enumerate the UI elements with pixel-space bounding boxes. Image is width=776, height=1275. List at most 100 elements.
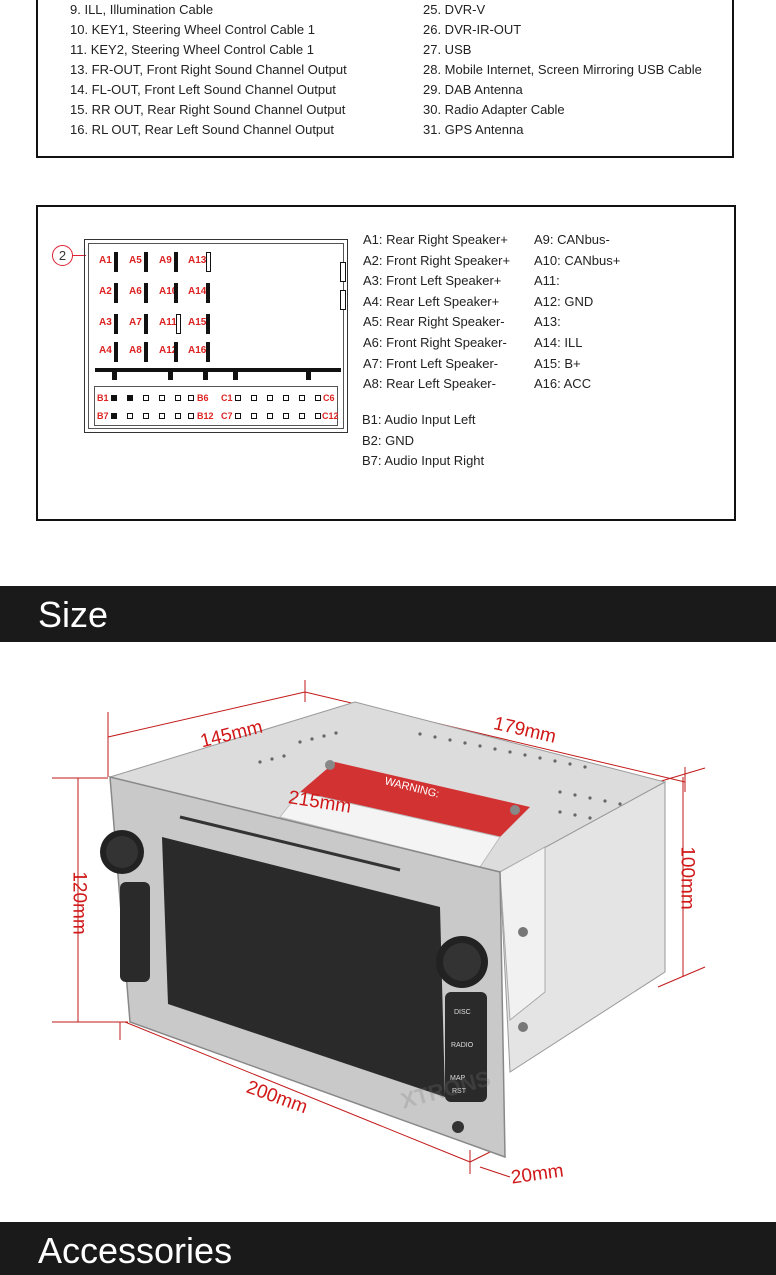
connector-divider <box>95 368 341 372</box>
cable-item: 9. ILL, Illumination Cable <box>70 2 214 17</box>
pinout-item: A10: CANbus+ <box>534 252 621 268</box>
pinout-item: A11: <box>534 273 560 289</box>
pin-contact <box>174 283 178 303</box>
b-pin <box>127 413 133 419</box>
pin-contact <box>144 342 148 362</box>
warning-label <box>300 762 530 837</box>
pin-label: A10 <box>159 286 178 297</box>
pinout-item: A2: Front Right Speaker+ <box>363 252 511 268</box>
pinout-item: A4: Rear Left Speaker+ <box>363 293 500 309</box>
pin-contact <box>114 252 118 272</box>
pin-contact <box>114 314 118 334</box>
connector-latch <box>340 262 346 282</box>
c-pin <box>267 395 273 401</box>
pin-contact <box>206 252 211 272</box>
connector-diagram: A1 A5 A9 A13 A2 A6 A10 A14 A3 A7 A11 A15… <box>84 239 348 433</box>
cable-item: 25. DVR-V <box>423 2 486 17</box>
pin-contact <box>144 283 148 303</box>
b-pin <box>111 413 117 419</box>
cable-item: 14. FL-OUT, Front Left Sound Channel Out… <box>70 82 336 97</box>
pinout-item: A8: Rear Left Speaker- <box>363 376 496 392</box>
connector-key <box>112 371 117 380</box>
b-pin <box>127 395 133 401</box>
disc-slot <box>179 815 401 872</box>
pin-label: A14 <box>188 286 207 297</box>
pin-label: A15 <box>188 317 207 328</box>
pin-label: C1 <box>221 393 233 403</box>
b-pin <box>175 395 181 401</box>
left-button-panel[interactable] <box>120 882 150 982</box>
pinout-item: B1: Audio Input Left <box>362 412 476 427</box>
b-pin <box>111 395 117 401</box>
connector-key <box>233 371 238 380</box>
connector-number-leader <box>73 255 86 256</box>
reset-hole <box>452 1121 464 1133</box>
cable-item: 10. KEY1, Steering Wheel Control Cable 1 <box>70 22 315 37</box>
pin-label: C12 <box>322 411 339 421</box>
connector-number: 2 <box>52 245 73 266</box>
pin-label: B7 <box>97 411 109 421</box>
connector-latch <box>340 290 346 310</box>
pinout-item: A3: Front Left Speaker+ <box>363 273 502 289</box>
c-pin <box>267 413 273 419</box>
pinout-item: A15: B+ <box>534 355 581 371</box>
pinout-item: A9: CANbus- <box>534 232 610 247</box>
connector-pinout-box: 2 A1 A5 A9 A13 A2 A6 A10 A14 A3 A7 A11 A… <box>36 205 736 521</box>
b-pin <box>188 413 194 419</box>
c-pin <box>235 395 241 401</box>
pin-contact <box>144 252 148 272</box>
b-pin <box>159 395 165 401</box>
pin-label: A6 <box>129 286 142 297</box>
rst-button-label: RST <box>452 1088 466 1095</box>
pinout-item: A13: <box>534 314 561 330</box>
b-pin <box>159 413 165 419</box>
pin-contact <box>176 314 181 334</box>
cable-item: 30. Radio Adapter Cable <box>423 102 565 117</box>
pin-label: C7 <box>221 411 233 421</box>
cable-item: 31. GPS Antenna <box>423 122 524 137</box>
c-pin <box>315 413 321 419</box>
c-pin <box>283 395 289 401</box>
pinout-item: A7: Front Left Speaker- <box>363 355 499 371</box>
pin-label: C6 <box>323 393 335 403</box>
pin-label: B1 <box>97 393 109 403</box>
pin-label: A1 <box>99 255 112 266</box>
map-button-label: MAP <box>450 1075 466 1082</box>
pin-label: A2 <box>99 286 112 297</box>
b-pin <box>143 395 149 401</box>
pinout-item: A14: ILL <box>534 334 583 350</box>
size-section-header: Size <box>0 586 776 642</box>
c-pin <box>299 395 305 401</box>
c-pin <box>251 395 257 401</box>
pinout-item: B2: GND <box>362 432 415 448</box>
pin-contact <box>174 252 178 272</box>
display-screen <box>162 837 445 1097</box>
pin-label: B12 <box>197 411 214 421</box>
cable-item: 27. USB <box>423 42 472 57</box>
disc-button-label: DISC <box>454 1009 471 1016</box>
pin-label: A16 <box>188 345 207 356</box>
cable-item: 16. RL OUT, Rear Left Sound Channel Outp… <box>70 122 335 137</box>
section-title: Accessories <box>38 1230 233 1271</box>
pin-label: A12 <box>159 345 178 356</box>
cable-item: 13. FR-OUT, Front Right Sound Channel Ou… <box>70 62 347 77</box>
cable-item: 15. RR OUT, Rear Right Sound Channel Out… <box>70 102 346 117</box>
pinout-item: A6: Front Right Speaker- <box>363 334 507 350</box>
pin-label: A3 <box>99 317 112 328</box>
pinout-legend-a2: A9: CANbus- A10: CANbus+ A11: A12: GND A… <box>534 230 620 395</box>
pinout-item: A1: Rear Right Speaker+ <box>363 232 508 247</box>
pin-contact <box>206 283 210 303</box>
pin-contact <box>174 342 178 362</box>
pin-label: A11 <box>159 317 177 328</box>
pin-contact <box>114 342 118 362</box>
size-diagram: 145mm 179mm 215mm 120mm 100mm 200mm 20mm… <box>0 642 776 1222</box>
connector-key <box>306 371 311 380</box>
right-button-panel[interactable] <box>445 992 487 1102</box>
device-illustration <box>52 680 706 1178</box>
cable-item: 11. KEY2, Steering Wheel Control Cable 1 <box>70 42 315 57</box>
dimension-label: 100mm <box>676 846 698 910</box>
pin-label: A7 <box>129 317 142 328</box>
cable-list-box: 9. ILL, Illumination Cable 10. KEY1, Ste… <box>36 0 734 158</box>
b-pin <box>143 413 149 419</box>
c-pin <box>315 395 321 401</box>
